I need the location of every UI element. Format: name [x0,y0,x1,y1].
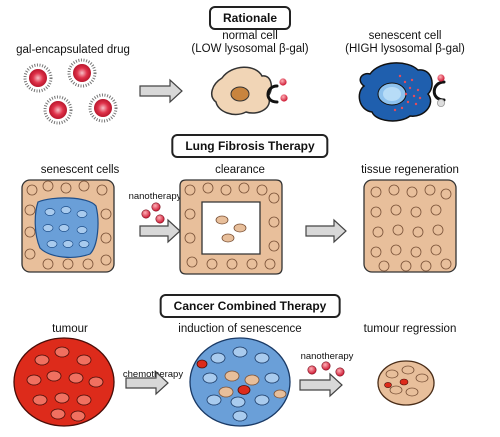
senescent-cell-label: senescent cell (HIGH lysosomal β-gal) [330,30,480,56]
fibrosis-stage2-label: clearance [215,164,265,176]
regeneration-arrow [305,218,347,244]
fibrosis-clearance-tissue [179,179,283,275]
regressed-tumour [377,360,435,406]
senescent-cell [358,62,446,122]
chemotherapy-arrow [125,370,169,396]
fibrosis-senescent-tissue [21,179,115,273]
cancer-arrow2-label: nanotherapy [300,351,354,362]
senescent-cell-label-line2: (HIGH lysosomal β-gal) [345,43,465,55]
drug-label: gal-encapsulated drug [16,44,130,56]
cancer-header: Cancer Combined Therapy [159,294,341,318]
normal-cell [211,66,288,116]
fibrosis-regenerated-tissue [363,179,457,273]
cancer-stage2-label: induction of senescence [178,323,302,335]
fibrosis-header: Lung Fibrosis Therapy [171,134,329,158]
nanoparticle [43,95,73,125]
cancer-stage1-label: tumour [52,323,88,335]
nanoparticle [23,63,53,93]
senescent-tumour [189,337,291,427]
normal-cell-label-line2: (LOW lysosomal β-gal) [191,43,309,55]
normal-cell-label: normal cell (LOW lysosomal β-gal) [180,30,320,56]
nanoparticle [88,93,118,123]
nanoparticle-group [23,58,118,125]
fibrosis-arrow [139,218,181,244]
nanoparticle [67,58,97,88]
fibrosis-arrow-group [139,202,181,244]
cancer-stage3-label: tumour regression [363,323,457,335]
tumour [13,337,115,427]
senescent-cell-label-line1: senescent cell [368,30,442,42]
fibrosis-stage3-label: tissue regeneration [361,164,459,176]
rationale-arrow [139,78,183,104]
fibrosis-arrow-label: nanotherapy [128,191,182,202]
normal-cell-label-line1: normal cell [222,30,278,42]
fibrosis-stage1-label: senescent cells [40,164,120,176]
cancer-arrow1-label: chemotherapy [122,369,184,380]
rationale-header: Rationale [208,6,292,30]
cancer-nanotherapy-arrow-group [299,361,345,398]
cancer-nanotherapy-arrow [299,372,343,398]
